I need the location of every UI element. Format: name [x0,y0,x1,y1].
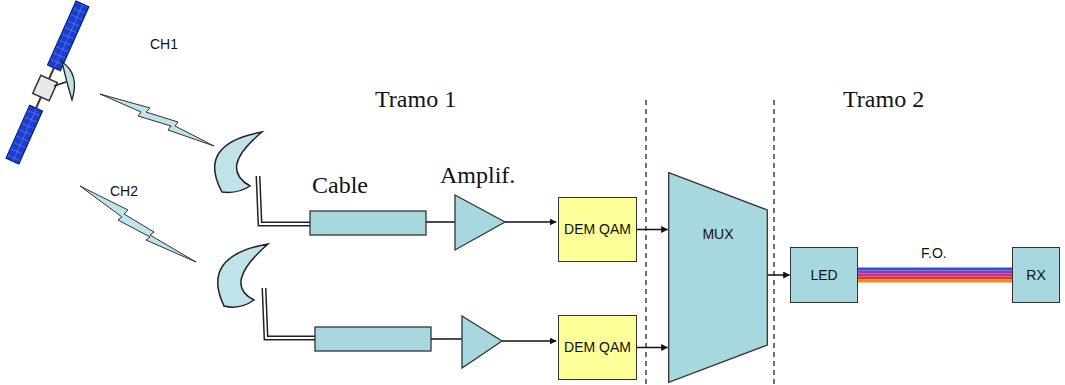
signal-arrow [502,222,556,341]
node-text: LED [810,267,837,283]
mux-outline [668,172,768,383]
receiver-box: RX [1012,247,1060,303]
node-text: MUX [702,226,733,242]
signal-connector [637,229,668,230]
part-label: Amplif. [440,162,515,189]
channel-label: CH1 [150,36,178,52]
section-title: Tramo 1 [375,86,456,113]
optical-fiber [858,269,1012,281]
amplifier [455,195,505,368]
section-divider [646,100,774,385]
signal-connector [768,275,790,276]
node-text: DEM QAM [564,221,631,237]
coax-feed [258,176,316,338]
led-box: LED [790,247,858,303]
cable [310,211,431,351]
demodulator-box: DEM QAM [558,315,637,380]
edge-label: F.O. [921,245,947,261]
part-label: Cable [312,172,368,199]
demodulator-box: DEM QAM [558,197,637,262]
node-text: RX [1026,267,1045,283]
node-text: DEM QAM [564,339,631,355]
signal-connector [637,347,668,348]
multiplexer: MUX [668,172,768,383]
section-title: Tramo 2 [843,86,924,113]
satellite [6,1,89,164]
radio-link [80,94,214,262]
channel-label: CH2 [110,183,138,199]
